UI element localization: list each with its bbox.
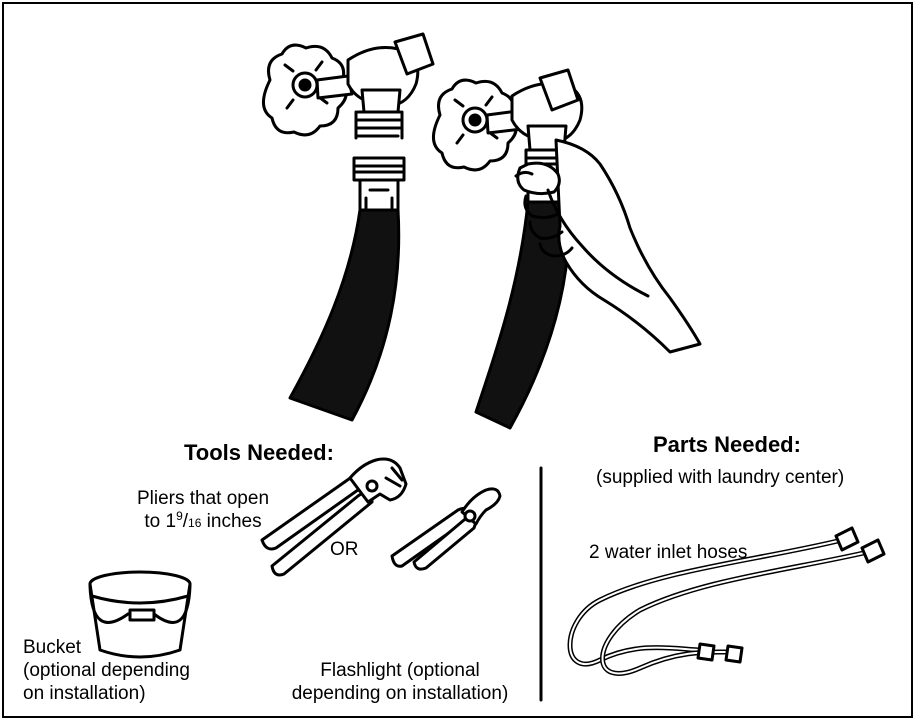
parts-subheading: (supplied with laundry center) <box>596 466 844 489</box>
parts-heading: Parts Needed: <box>653 432 801 458</box>
flashlight-label: Flashlight (optional depending on instal… <box>260 659 540 705</box>
or-label: OR <box>330 538 359 561</box>
hoses-label: 2 water inlet hoses <box>589 541 747 564</box>
bucket-label-line2: (optional depending <box>23 659 190 682</box>
tools-heading: Tools Needed: <box>184 440 334 466</box>
bucket-label-line3: on installation) <box>23 682 190 705</box>
pliers-icon <box>392 489 500 569</box>
bucket-label-line1: Bucket <box>23 636 190 659</box>
flashlight-label-line1: Flashlight (optional <box>260 659 540 682</box>
hose-icon <box>290 158 404 420</box>
pliers-label-line2: to 19/16 inches <box>108 510 298 533</box>
bucket-label: Bucket (optional depending on installati… <box>23 636 190 705</box>
pliers-label-line1: Pliers that open <box>108 487 298 510</box>
flashlight-label-line2: depending on installation) <box>260 682 540 705</box>
pliers-label: Pliers that open to 19/16 inches <box>108 487 298 533</box>
hose-icon <box>476 172 569 428</box>
faucet-icon <box>263 34 433 138</box>
